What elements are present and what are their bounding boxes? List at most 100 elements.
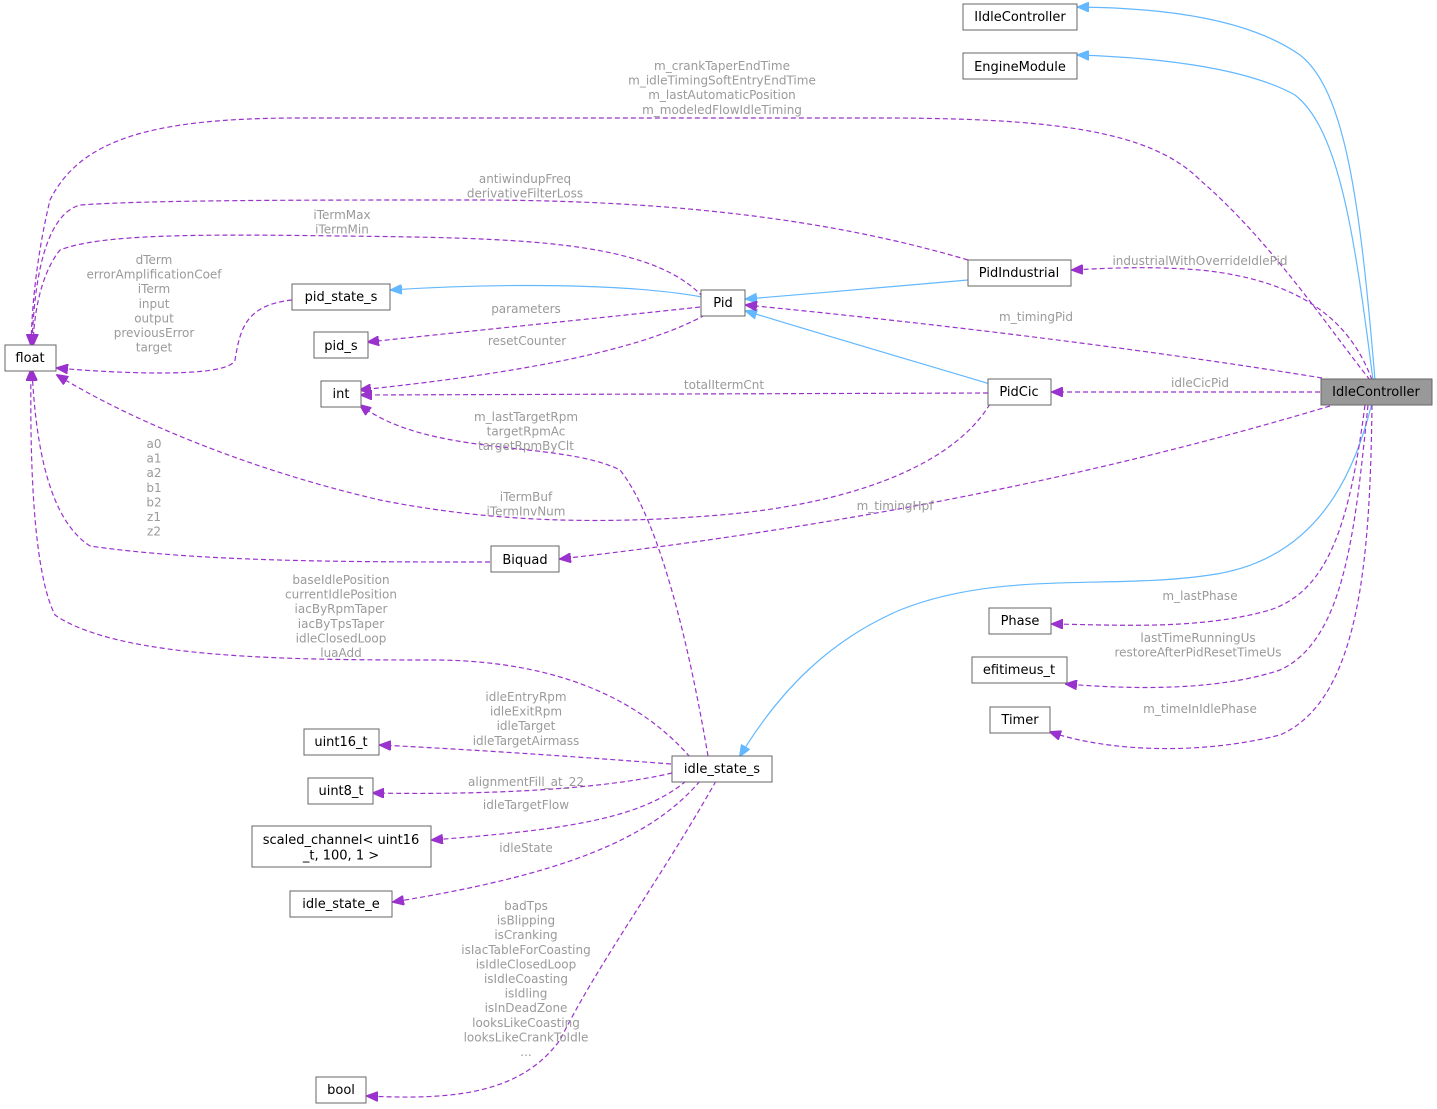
node-phase[interactable]: Phase bbox=[988, 607, 1052, 635]
label-line: m_idleTimingSoftEntryEndTime bbox=[628, 74, 816, 88]
label-line: idleTargetFlow bbox=[483, 798, 569, 812]
edge-idlecontroller-to-iidlecontroller bbox=[1078, 7, 1376, 381]
label-line: luaAdd bbox=[320, 646, 362, 660]
edge-scaled-idlestate bbox=[432, 780, 687, 840]
label-line: idleEntryRpm bbox=[485, 690, 566, 704]
label-line: m_timingPid bbox=[999, 310, 1073, 324]
edge-int-pid bbox=[360, 314, 706, 390]
edge-biquad-idlecontroller bbox=[560, 405, 1331, 559]
label-line: z1 bbox=[147, 510, 161, 524]
svg-text:pid_s: pid_s bbox=[324, 339, 358, 354]
node-pidcic[interactable]: PidCic bbox=[987, 378, 1052, 406]
label-line: idleCicPid bbox=[1171, 376, 1229, 390]
edge-bool-idlestate bbox=[367, 780, 717, 1097]
label-line: isIdleCoasting bbox=[484, 972, 568, 986]
edge-float-pidcic bbox=[57, 375, 991, 522]
edge-int-idlestate bbox=[360, 405, 709, 757]
label-line: isIdleClosedLoop bbox=[476, 957, 577, 971]
label-line: isInDeadZone bbox=[485, 1001, 568, 1015]
label-line: iTermInvNum bbox=[487, 505, 566, 519]
edge-float-pidindustrial bbox=[32, 199, 969, 345]
label-line: dTerm bbox=[136, 253, 173, 267]
label-phase-idlecontroller: m_lastPhase bbox=[1162, 589, 1237, 603]
edge-idlecontroller-to-idlestate bbox=[740, 402, 1373, 756]
label-line: input bbox=[139, 297, 170, 311]
label-line: iTermMin bbox=[315, 223, 369, 237]
edge-int-pidcic bbox=[361, 393, 989, 395]
label-line: isCranking bbox=[494, 928, 557, 942]
svg-text:PidIndustrial: PidIndustrial bbox=[979, 266, 1059, 281]
svg-text:efitimeus_t: efitimeus_t bbox=[983, 663, 1055, 678]
svg-text:idle_state_e: idle_state_e bbox=[302, 897, 379, 912]
node-idlecontroller[interactable]: IdleController bbox=[1320, 378, 1433, 406]
label-biquad-idlecontroller: m_timingHpf bbox=[857, 499, 935, 513]
label-line: baseIdlePosition bbox=[292, 573, 389, 587]
node-timer[interactable]: Timer bbox=[989, 706, 1051, 734]
label-uint8-idlestate: alignmentFill_at_22 bbox=[468, 775, 584, 789]
edge-idlecontroller-to-enginemodule bbox=[1078, 55, 1374, 381]
label-line: restoreAfterPidResetTimeUs bbox=[1114, 646, 1281, 660]
node-iidlecontroller[interactable]: IIdleController bbox=[962, 3, 1078, 31]
node-idle-state-s[interactable]: idle_state_s bbox=[671, 755, 773, 783]
label-pidindustrial-idlecontroller: industrialWithOverrideIdlePid bbox=[1112, 254, 1287, 268]
edge-pidindustrial-to-pid bbox=[746, 279, 969, 299]
label-line: badTps bbox=[504, 899, 548, 913]
label-line: idleExitRpm bbox=[490, 705, 562, 719]
node-pid-state-s[interactable]: pid_state_s bbox=[291, 283, 391, 311]
node-int[interactable]: int bbox=[320, 380, 362, 408]
node-pid[interactable]: Pid bbox=[700, 289, 746, 317]
label-line: looksLikeCoasting bbox=[472, 1016, 580, 1030]
label-statee-idlestate: idleState bbox=[499, 841, 552, 855]
label-line: m_lastAutomaticPosition bbox=[648, 88, 796, 102]
node-pidindustrial[interactable]: PidIndustrial bbox=[967, 259, 1072, 287]
svg-text:float: float bbox=[15, 351, 44, 366]
edge-float-idlecontroller bbox=[31, 117, 1371, 381]
node-efitimeus-t[interactable]: efitimeus_t bbox=[971, 656, 1068, 684]
edge-float-biquad bbox=[32, 370, 491, 563]
node-bool[interactable]: bool bbox=[315, 1076, 367, 1104]
node-scaled-channel[interactable]: scaled_channel< uint16_t, 100, 1 > bbox=[251, 825, 432, 868]
edge-timer-idlecontroller bbox=[1050, 404, 1373, 750]
label-line: m_modeledFlowIdleTiming bbox=[642, 103, 802, 117]
edge-float-pid bbox=[33, 234, 704, 345]
label-line: iTerm bbox=[138, 282, 170, 296]
label-line: industrialWithOverrideIdlePid bbox=[1112, 254, 1287, 268]
node-idle-state-e[interactable]: idle_state_e bbox=[289, 890, 393, 918]
label-line: a1 bbox=[147, 452, 162, 466]
edge-pid-idlecontroller bbox=[746, 305, 1323, 379]
edge-efitimeus-idlecontroller bbox=[1066, 404, 1369, 687]
edge-pidcic-to-pid bbox=[746, 311, 991, 385]
label-line: targetRpmAc bbox=[487, 425, 566, 439]
label-line: resetCounter bbox=[488, 334, 566, 348]
label-line: idleClosedLoop bbox=[296, 631, 387, 645]
label-line: b2 bbox=[146, 495, 161, 509]
label-line: idleState bbox=[499, 841, 552, 855]
label-line: _t, 100, 1 > bbox=[302, 849, 379, 864]
svg-text:bool: bool bbox=[327, 1083, 355, 1098]
label-line: derivativeFilterLoss bbox=[467, 187, 583, 201]
label-line: b1 bbox=[146, 481, 161, 495]
node-enginemodule[interactable]: EngineModule bbox=[962, 52, 1078, 80]
label-line: target bbox=[136, 341, 173, 355]
svg-text:Phase: Phase bbox=[1001, 614, 1040, 629]
edge-statee-idlestate bbox=[393, 780, 701, 902]
label-scaled-idlestate: idleTargetFlow bbox=[483, 798, 569, 812]
node-biquad[interactable]: Biquad bbox=[490, 545, 560, 573]
node-uint8-t[interactable]: uint8_t bbox=[307, 777, 374, 805]
label-line: scaled_channel< uint16 bbox=[263, 833, 419, 848]
node-pid-s[interactable]: pid_s bbox=[313, 331, 369, 359]
svg-text:int: int bbox=[333, 387, 350, 402]
node-float[interactable]: float bbox=[4, 344, 57, 372]
edge-pid-to-pidstate bbox=[391, 286, 703, 298]
label-line: alignmentFill_at_22 bbox=[468, 775, 584, 789]
svg-text:uint16_t: uint16_t bbox=[314, 735, 367, 750]
node-uint16-t[interactable]: uint16_t bbox=[303, 728, 380, 756]
